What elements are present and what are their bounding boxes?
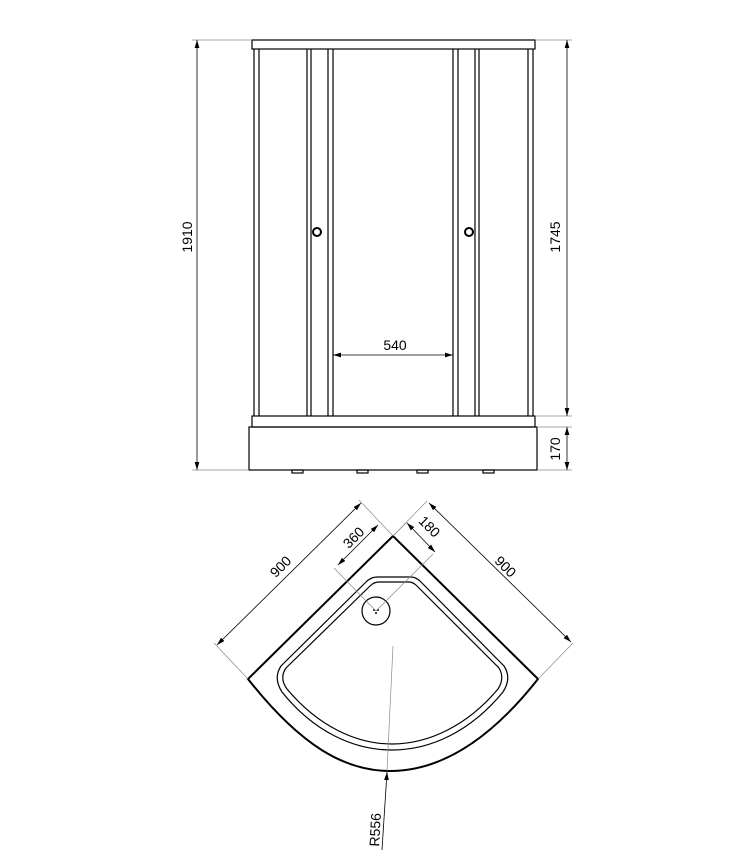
frame-posts — [253, 49, 534, 416]
tray-body — [248, 426, 538, 471]
dim-label-door-width: 540 — [383, 337, 407, 353]
tray-rim-inner — [282, 581, 503, 745]
top-view: 900 900 360 180 R556 — [213, 499, 574, 851]
dim-label-side-left: 900 — [267, 552, 295, 580]
dimension-180: 180 — [375, 513, 444, 612]
dim-label-drain-offset-a: 360 — [340, 523, 368, 551]
door-handle-right — [464, 227, 474, 237]
dimension-1910: 1910 — [179, 39, 252, 471]
dim-label-side-right: 900 — [492, 553, 520, 581]
tray-feet — [291, 469, 495, 474]
dimension-540: 540 — [333, 337, 453, 358]
tray-rim-outer — [276, 576, 509, 751]
dim-label-overall-height: 1910 — [179, 221, 195, 252]
drain — [361, 596, 391, 626]
dim-label-tray-height: 170 — [547, 437, 563, 461]
dim-label-radius: R556 — [366, 812, 384, 846]
tray-outline — [246, 534, 540, 773]
front-view: 1910 1745 170 540 — [179, 39, 572, 474]
tray-rim — [251, 415, 536, 428]
dimension-1745: 1745 — [535, 39, 572, 471]
door-handle-left — [312, 227, 322, 237]
top-cap — [251, 39, 536, 50]
dimension-r556: R556 — [366, 645, 394, 851]
dim-label-cabin-height: 1745 — [547, 221, 563, 252]
dimension-170: 170 — [547, 427, 570, 470]
